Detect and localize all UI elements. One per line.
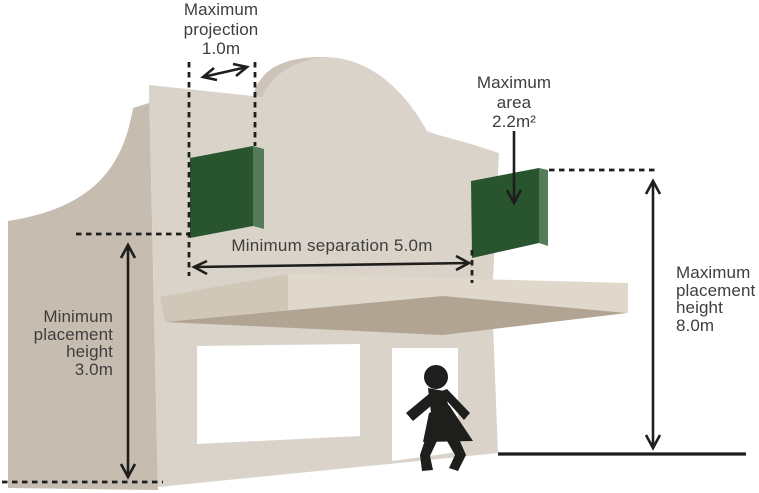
- separation-arrow: [191, 254, 472, 276]
- pedestrian-skirt: [423, 405, 473, 442]
- label-max-projection: Maximum projection 1.0m: [183, 0, 259, 58]
- label-max-area: Maximum area 2.2m²: [476, 73, 552, 131]
- projecting-sign-right: [471, 168, 548, 258]
- sign-right-face: [471, 168, 539, 258]
- pedestrian-front-arm: [406, 393, 438, 421]
- pedestrian-rear-leg: [447, 439, 466, 471]
- awning-fascia: [288, 274, 628, 313]
- dome-shade: [253, 57, 324, 97]
- awning: [160, 274, 628, 335]
- dimension-arrows: [119, 62, 746, 480]
- building-side-wall: [8, 85, 158, 490]
- sign-left-edge: [253, 146, 264, 229]
- storefront-window: [197, 344, 360, 444]
- awning-end-face: [160, 274, 288, 322]
- pedestrian-head: [424, 365, 448, 389]
- awning-soffit: [165, 296, 627, 335]
- projecting-sign-left: [190, 146, 264, 238]
- max-height-arrow: [644, 178, 662, 451]
- pedestrian-front-leg: [420, 440, 437, 471]
- area-arrow: [505, 131, 523, 206]
- sign-left-face: [190, 146, 253, 238]
- label-min-placement-height: Minimum placement height 3.0m: [33, 307, 113, 379]
- label-min-separation: Minimum separation 5.0m: [231, 236, 433, 255]
- min-height-arrow: [119, 242, 137, 480]
- label-max-placement-height: Maximum placement height 8.0m: [676, 263, 756, 335]
- pedestrian-rear-arm: [439, 389, 470, 420]
- pedestrian-icon: [406, 365, 473, 471]
- dimension-guides: [2, 62, 659, 484]
- sign-right-edge: [539, 168, 548, 246]
- projection-arrow: [200, 62, 250, 82]
